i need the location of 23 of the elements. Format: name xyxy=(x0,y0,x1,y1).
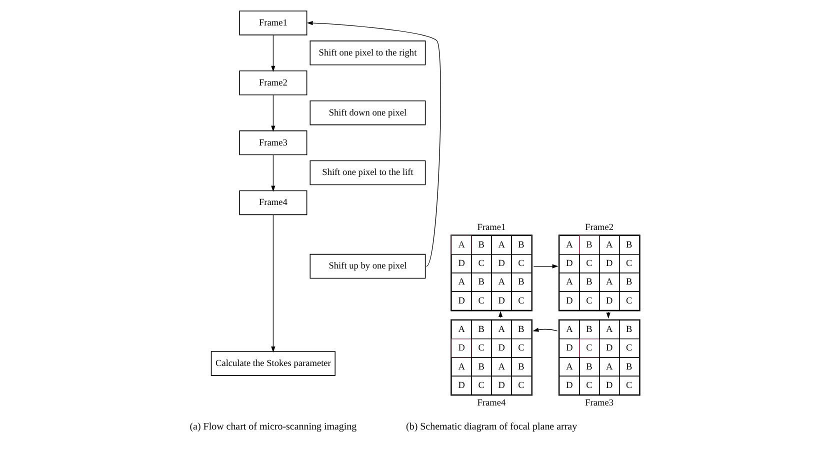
node-label: Frame4 xyxy=(477,398,506,409)
node-box: Shift up by one pixel xyxy=(310,254,426,279)
node-box: Shift one pixel to the right xyxy=(310,40,426,66)
arrow xyxy=(271,214,276,352)
node-label: Frame3 xyxy=(585,398,614,409)
node-box: Frame4 xyxy=(239,190,308,216)
node-label: Frame2 xyxy=(585,222,614,233)
arrow xyxy=(498,311,503,318)
arrow xyxy=(533,264,558,268)
node-label: Frame1 xyxy=(477,222,506,233)
arrow xyxy=(306,20,441,267)
node-box: Shift one pixel to the lift xyxy=(310,160,426,186)
node-box: Frame1 xyxy=(239,10,308,36)
arrow xyxy=(271,154,276,192)
node-box: Shift down one pixel xyxy=(310,100,426,126)
label: (b) Schematic diagram of focal plane array xyxy=(406,421,578,432)
arrow xyxy=(271,94,276,132)
node-box: Calculate the Stokes parameter xyxy=(210,351,336,376)
node-box: Frame2 xyxy=(239,70,308,96)
label: (a) Flow chart of micro-scanning imaging xyxy=(190,421,357,432)
node-box: Frame3 xyxy=(239,130,308,156)
arrow xyxy=(271,34,276,72)
arrow xyxy=(532,328,558,332)
